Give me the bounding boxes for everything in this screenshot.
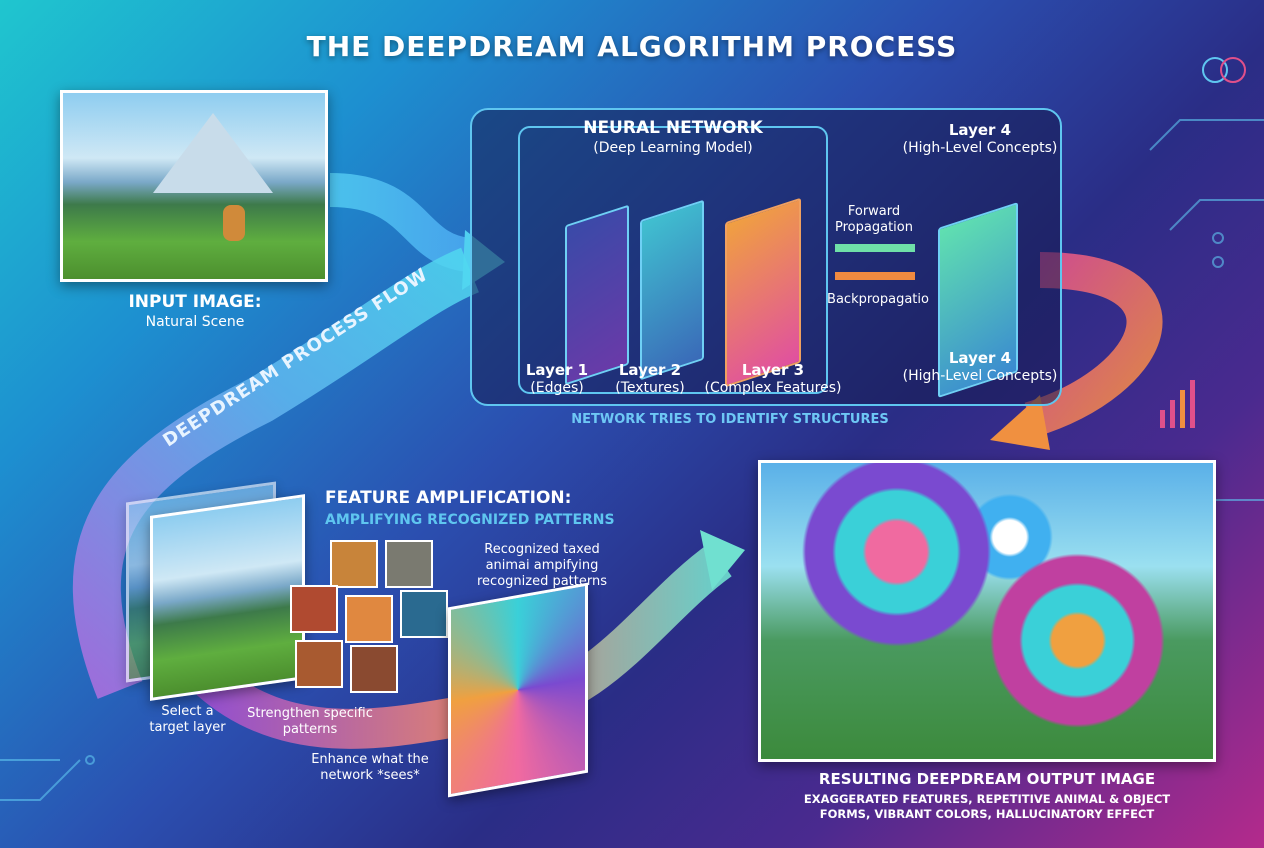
circuit-lines bbox=[0, 119, 1264, 801]
arrowhead-icon bbox=[700, 530, 745, 590]
cat-thumbnail bbox=[385, 540, 433, 588]
dog-figure bbox=[223, 205, 245, 241]
input-to-network-arrow bbox=[329, 173, 473, 272]
input-heading: INPUT IMAGE: bbox=[128, 292, 262, 312]
layer-1-label: Layer 1(Edges) bbox=[525, 361, 589, 397]
layer-4-label: Layer 4(High-Level Concepts) bbox=[902, 349, 1058, 385]
input-image bbox=[60, 90, 328, 282]
strengthen-note: Strengthen specific patterns bbox=[247, 706, 373, 737]
bar-graphic bbox=[1160, 380, 1195, 428]
forward-propagation-label: Forward Propagation bbox=[835, 204, 913, 235]
layer-1-panel bbox=[565, 204, 629, 386]
arrowhead-icon bbox=[990, 395, 1050, 450]
neural-network-inner-frame bbox=[518, 126, 828, 394]
process-flow-arrow bbox=[73, 247, 480, 699]
input-subheading: Natural Scene bbox=[145, 314, 245, 330]
layer-2-panel bbox=[640, 199, 704, 381]
network-to-output-arrow bbox=[1024, 252, 1163, 438]
network-heading: NEURAL NETWORK bbox=[583, 118, 763, 138]
mountain-shape bbox=[153, 113, 273, 193]
brain-icon bbox=[1202, 57, 1246, 83]
network-footer: NETWORK TRIES TO IDENTIFY STRUCTURES bbox=[571, 412, 889, 427]
layer-2-label: Layer 2(Textures) bbox=[615, 361, 685, 397]
amplification-heading: FEATURE AMPLIFICATION: bbox=[325, 488, 572, 508]
feature-thumbnails bbox=[290, 540, 450, 700]
amplified-pattern-image bbox=[448, 582, 588, 798]
layer-3-label: Layer 3(Complex Features) bbox=[704, 361, 842, 397]
select-layer-note: Select a target layer bbox=[149, 704, 226, 735]
dog-thumbnail bbox=[330, 540, 378, 588]
network-subheading: (Deep Learning Model) bbox=[593, 140, 753, 156]
layer-3-panel bbox=[725, 197, 801, 388]
forward-arrow-icon bbox=[835, 244, 915, 252]
cat-thumbnail bbox=[345, 595, 393, 643]
amplification-subheading: AMPLIFYING RECOGNIZED PATTERNS bbox=[325, 512, 615, 528]
output-description: EXAGGERATED FEATURES, REPETITIVE ANIMAL … bbox=[803, 792, 1171, 821]
recognized-note: Recognized taxed animai ampifying recogn… bbox=[476, 542, 607, 589]
eye-thumbnail bbox=[400, 590, 448, 638]
deepdream-output-image bbox=[758, 460, 1216, 762]
bird-thumbnail bbox=[290, 585, 338, 633]
cat-thumbnail bbox=[295, 640, 343, 688]
layer-4-top-label: Layer 4(High-Level Concepts) bbox=[902, 121, 1058, 157]
stacked-image-front bbox=[150, 494, 305, 701]
enhance-note: Enhance what the network *sees* bbox=[311, 752, 429, 783]
backward-arrow-icon bbox=[835, 272, 915, 280]
backpropagation-label: Backpropagatio bbox=[827, 292, 929, 307]
page-title: THE DEEPDREAM ALGORITHM PROCESS bbox=[306, 30, 958, 63]
output-heading: RESULTING DEEPDREAM OUTPUT IMAGE bbox=[818, 770, 1156, 788]
bird-thumbnail bbox=[350, 645, 398, 693]
